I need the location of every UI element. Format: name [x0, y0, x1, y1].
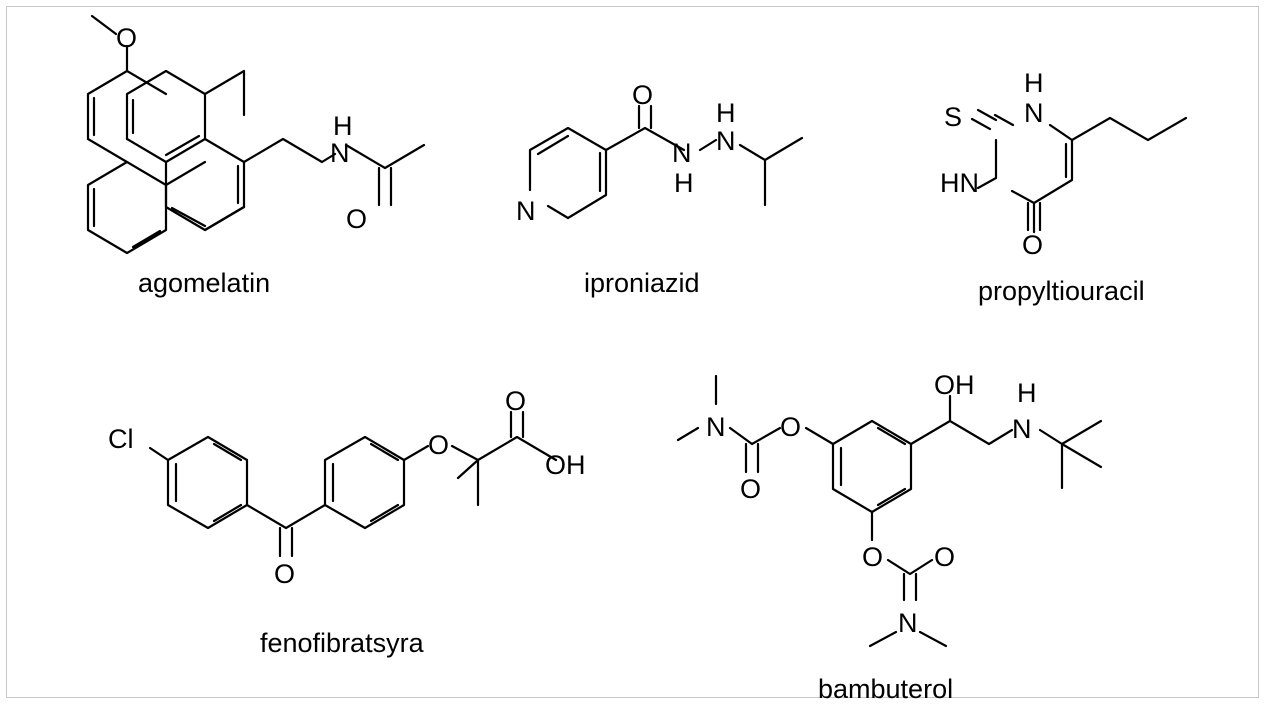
agomelatin-name: agomelatin [138, 268, 270, 298]
bambuterol-atom-n2: N [1012, 414, 1032, 444]
bambuterol-side-chain [909, 394, 1103, 490]
iproniazid-atom-n2: N [716, 126, 736, 156]
iproniazid-atom-h2: H [716, 98, 736, 128]
bambuterol-atom-o4: O [934, 542, 955, 572]
fenofibratsyra-ether-acid [402, 410, 558, 507]
fenofibratsyra-name: fenofibratsyra [260, 628, 425, 658]
bambuterol-atom-o1: O [780, 412, 801, 442]
fenofibratsyra-ketone [245, 503, 327, 558]
propyltiouracil-atom-s: S [944, 102, 962, 132]
fenofibratsyra-atom-o3: O [505, 386, 526, 416]
iproniazid-pyridine [528, 126, 608, 220]
bambuterol-atom-h: H [1017, 378, 1037, 408]
bambuterol-atom-o2: O [740, 474, 761, 504]
agomelatin-atom-h: H [333, 111, 353, 141]
agomelatin-atom-n: N [330, 138, 350, 168]
bambuterol-ring [831, 419, 913, 514]
iproniazid-atom-n1: N [672, 138, 692, 168]
agomelatin-sidechain [203, 137, 426, 232]
agomelatin-atom-o2: O [346, 204, 367, 234]
fenofibratsyra-ring-right [323, 435, 406, 530]
iproniazid-atom-o: O [632, 80, 653, 110]
fenofibratsyra-structure [148, 410, 558, 558]
agomelatin-atom-o1: O [116, 23, 137, 53]
fenofibratsyra-ring-left [166, 435, 249, 530]
iproniazid-atom-npy: N [516, 196, 536, 226]
fenofibratsyra-atom-o1: O [274, 559, 295, 589]
fenofibratsyra-atom-cl: Cl [108, 424, 134, 454]
bambuterol-atom-n1: N [706, 412, 726, 442]
propyltiouracil-atom-n1: N [1024, 98, 1044, 128]
iproniazid-atom-h1: H [674, 168, 694, 198]
agomelatin-ring-right [164, 69, 246, 232]
propyltiouracil-propyl [1070, 116, 1188, 142]
bambuterol-atom-oh: OH [934, 370, 975, 400]
agomelatin-naphthalene [86, 69, 207, 255]
propyltiouracil-atom-o: O [1022, 230, 1043, 260]
bambuterol-name: bambuterol [818, 674, 953, 704]
iproniazid-chain [604, 104, 804, 207]
figure-frame [6, 6, 1259, 698]
bambuterol-atom-n3: N [898, 608, 918, 638]
fenofibratsyra-atom-o2: O [428, 430, 449, 460]
bambuterol-atom-o3: O [862, 542, 883, 572]
propyltiouracil-atom-hn: HN [940, 168, 979, 198]
propyltiouracil-ring [976, 113, 1074, 234]
agomelatin-methoxy [90, 14, 129, 73]
propyltiouracil-thione [970, 108, 998, 131]
propyltiouracil-structure [970, 108, 1188, 234]
agomelatin-ring-left [125, 69, 207, 164]
bambuterol-carbamate-bottom [868, 510, 948, 648]
agomelatin-structure [86, 14, 426, 255]
fenofibratsyra-atom-oh: OH [545, 450, 586, 480]
bambuterol-structure [676, 374, 1103, 648]
propyltiouracil-carbonyl [1026, 201, 1042, 232]
bambuterol-carbamate-left [676, 374, 835, 474]
propyltiouracil-atom-h: H [1024, 68, 1044, 98]
propyltiouracil-name: propyltiouracil [978, 276, 1145, 306]
iproniazid-structure [528, 104, 804, 220]
iproniazid-name: iproniazid [584, 268, 700, 298]
fenofibratsyra-chloro [148, 446, 170, 462]
